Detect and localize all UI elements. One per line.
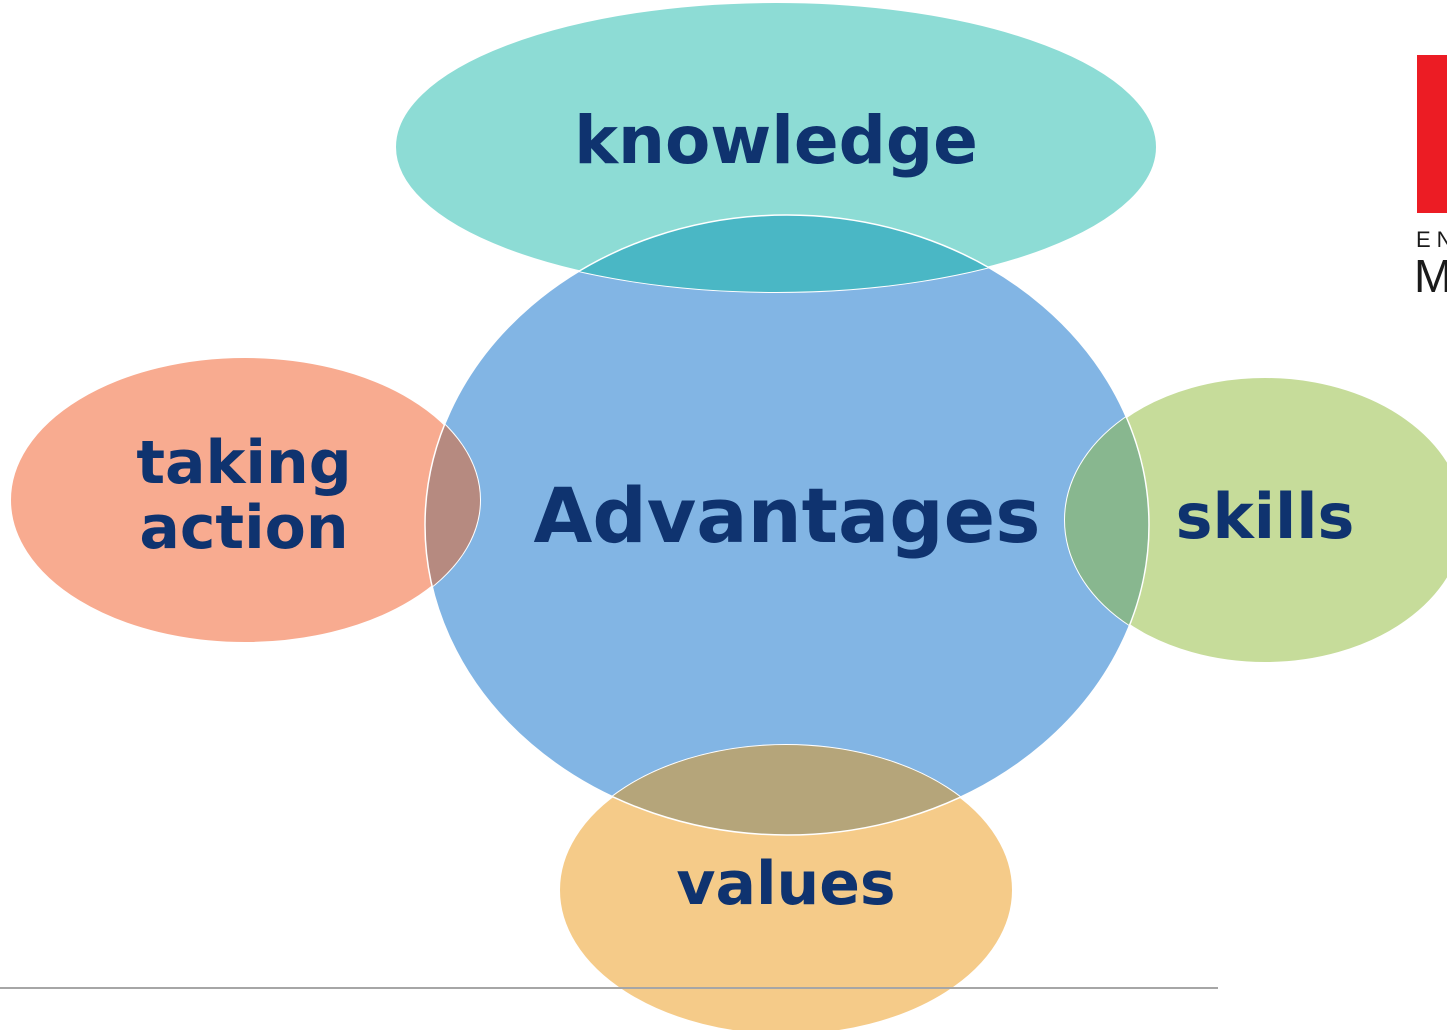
knowledge-label: knowledge bbox=[574, 102, 978, 179]
values-label: values bbox=[676, 849, 895, 919]
values-overlap bbox=[559, 745, 1013, 835]
taking-label: taking bbox=[136, 428, 351, 498]
logo: EN M bbox=[1414, 55, 1447, 302]
advantages-circle-outline bbox=[424, 214, 1150, 836]
logo-red-block bbox=[1417, 55, 1447, 213]
action-label: action bbox=[139, 493, 348, 563]
logo-large-text: M bbox=[1414, 250, 1447, 302]
skills-label: skills bbox=[1176, 480, 1355, 553]
advantages-label: Advantages bbox=[534, 471, 1041, 560]
logo-small-text: EN bbox=[1416, 227, 1447, 252]
advantages-circle bbox=[425, 215, 1149, 835]
